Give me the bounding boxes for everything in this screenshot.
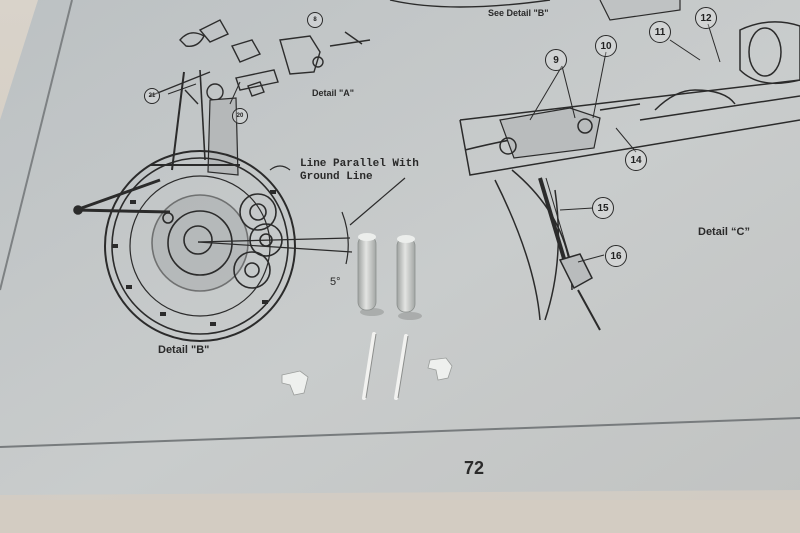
printed-border-bottom — [0, 417, 800, 448]
detail-b-label: Detail "B" — [158, 344, 210, 356]
detail-b-wheel-drawing — [73, 69, 406, 342]
detail-c-label: Detail “C” — [698, 226, 750, 238]
top-right-drawing — [599, 0, 681, 21]
callout-16: 16 — [605, 245, 627, 267]
callout-15: 15 — [592, 197, 614, 219]
resin-tube-right — [396, 237, 416, 313]
callout-20: 20 — [232, 108, 248, 124]
callout-8: 8 — [307, 12, 323, 28]
page-number: 72 — [464, 458, 485, 478]
detail-a-drawing — [149, 19, 371, 105]
line-parallel-label-2: Ground Line — [300, 171, 373, 183]
see-detail-b-label: See Detail "B" — [488, 8, 549, 18]
printed-border-left — [0, 0, 73, 291]
detail-a-label: Detail "A" — [312, 88, 355, 98]
detail-c-strut-drawing — [459, 21, 800, 331]
callout-12: 12 — [695, 7, 717, 29]
wheel-rim-marks — [112, 190, 276, 326]
resin-bracket-right — [427, 357, 453, 381]
callout-leaders — [167, 23, 721, 263]
callout-10: 10 — [595, 35, 617, 57]
callout-11: 11 — [649, 21, 671, 43]
resin-bracket-left — [281, 370, 309, 396]
callout-9: 9 — [545, 49, 567, 71]
angle-label: 5° — [330, 276, 341, 288]
top-oval-drawing — [389, 0, 551, 8]
callout-14: 14 — [625, 149, 647, 171]
line-parallel-label-1: Line Parallel With — [300, 158, 419, 170]
resin-tube-left — [357, 235, 377, 311]
callout-21: 21 — [144, 88, 160, 104]
resin-pin-left — [362, 332, 376, 400]
paper-bottom-edge — [0, 490, 800, 533]
resin-pin-right — [394, 334, 408, 400]
resin-parts — [281, 233, 453, 400]
